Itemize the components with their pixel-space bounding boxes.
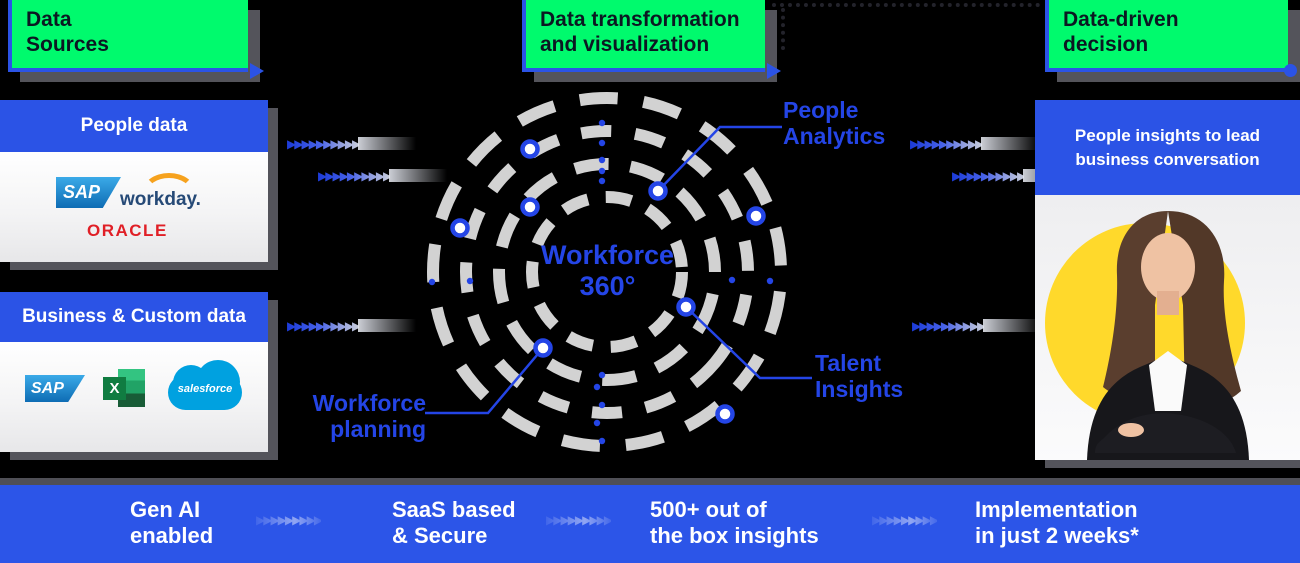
stage-data-sources: Data Sources — [8, 0, 264, 79]
stage-title-line: Data — [26, 8, 72, 31]
flow-chevrons-icon: ▶▶▶▶▶▶▶▶▶▶ — [287, 318, 417, 333]
label-line: Talent — [815, 350, 882, 376]
flow-chevrons-icon: ▶▶▶▶▶▶▶▶▶▶ — [912, 318, 1042, 333]
footer-line: enabled — [130, 523, 214, 549]
fade-trail — [358, 319, 417, 332]
business-data-logos: SAP X salesforce — [0, 342, 268, 452]
footer-item-saas: SaaS based & Secure — [392, 497, 516, 550]
business-custom-data-panel: Business & Custom data SAP X salesforce — [0, 292, 268, 452]
label-line: planning — [330, 416, 426, 443]
sap-logo: SAP — [56, 177, 121, 208]
stage-data-transformation: Data transformation and visualization — [522, 0, 781, 79]
businesswoman-photo — [1035, 195, 1300, 460]
footer-item-implementation: Implementation in just 2 weeks* — [975, 497, 1139, 550]
salesforce-cloud-icon — [168, 375, 242, 410]
workforce-360-rings-diagram — [425, 92, 812, 452]
stage-title-line: Data-driven — [1063, 8, 1179, 31]
sap-logo-text: SAP — [31, 379, 64, 397]
footer-line: Gen AI — [130, 497, 201, 522]
stage-title-line: Sources — [26, 33, 109, 57]
people-insights-panel: People insights to lead business convers… — [1035, 100, 1300, 460]
workday-logo: workday. — [120, 173, 201, 211]
footer-line: the box insights — [650, 523, 819, 549]
chevron-trail-icon: ▶▶▶▶▶▶▶▶▶▶ — [287, 136, 361, 151]
people-data-panel: People data SAP workday. ORACLE — [0, 100, 268, 262]
excel-x-icon: X — [103, 377, 126, 400]
excel-logo: X — [103, 369, 145, 407]
footer-line: in just 2 weeks* — [975, 523, 1139, 549]
small-dot-icons — [428, 119, 774, 445]
workday-arc-icon — [142, 173, 196, 213]
flow-chevrons-icon: ▶▶▶▶▶▶▶▶▶▶ — [318, 168, 448, 183]
flow-chevrons-icon: ▶▶▶▶▶▶▶▶▶▶ — [910, 136, 1040, 151]
workforce-360-label: Workforce 360° — [520, 240, 695, 302]
dotted-flow-line-vertical — [781, 8, 785, 50]
chevron-separator-icon: ▶▶▶▶▶▶▶▶▶ — [872, 513, 939, 527]
chevron-separator-icon: ▶▶▶▶▶▶▶▶▶ — [546, 513, 613, 527]
salesforce-logo: salesforce — [168, 360, 242, 410]
stage-title: Data Sources — [12, 0, 248, 64]
stage-title-line: decision — [1063, 33, 1149, 57]
salesforce-logo-text: salesforce — [177, 383, 233, 395]
label-line: Analytics — [783, 123, 886, 150]
label-connector-lines — [425, 125, 812, 415]
business-data-title: Business & Custom data — [0, 292, 268, 342]
center-label-line: 360° — [579, 271, 636, 302]
sap-logo: SAP — [25, 375, 85, 402]
people-analytics-label: People Analytics — [783, 97, 885, 150]
stage-data-driven-decision: Data-driven decision — [1045, 0, 1297, 77]
chevron-trail-icon: ▶▶▶▶▶▶▶▶▶▶ — [912, 318, 986, 333]
dotted-flow-line-horizontal — [772, 3, 1040, 7]
sap-logo-text: SAP — [63, 182, 101, 202]
flow-chevrons-icon: ▶▶▶▶▶▶▶▶▶▶ — [287, 136, 417, 151]
panel-title-line: People insights to lead — [1074, 125, 1261, 145]
footer-line: 500+ out of — [650, 497, 767, 522]
workforce-planning-label: Workforce planning — [260, 390, 426, 443]
footer-item-insights: 500+ out of the box insights — [650, 497, 819, 550]
people-data-logos: SAP workday. ORACLE — [0, 152, 268, 262]
fade-trail — [983, 319, 1042, 332]
center-label-line: Workforce — [540, 240, 675, 270]
stage-title: Data transformation and visualization — [526, 0, 765, 64]
endpoint-dot-icon — [1284, 64, 1297, 77]
data-node-icons — [450, 139, 766, 424]
arrow-right-icon — [767, 63, 781, 79]
stage-title-line: and visualization — [540, 33, 710, 57]
footer-item-gen-ai: Gen AI enabled — [130, 497, 213, 550]
footer-bar: Gen AI enabled ▶▶▶▶▶▶▶▶▶ SaaS based & Se… — [0, 478, 1300, 563]
footer-line: & Secure — [392, 523, 488, 549]
chevron-trail-icon: ▶▶▶▶▶▶▶▶▶▶ — [318, 168, 392, 183]
label-line: Workforce — [312, 390, 426, 416]
businesswoman-illustration — [1045, 211, 1249, 460]
chevron-separator-icon: ▶▶▶▶▶▶▶▶▶ — [256, 513, 323, 527]
panel-title-line: business conversation — [1075, 149, 1260, 169]
arrow-right-icon — [250, 63, 264, 79]
label-line: Insights — [815, 376, 904, 403]
oracle-logo: ORACLE — [87, 221, 168, 240]
fade-trail — [981, 137, 1040, 150]
chevron-trail-icon: ▶▶▶▶▶▶▶▶▶▶ — [910, 136, 984, 151]
fade-trail — [389, 169, 448, 182]
chevron-trail-icon: ▶▶▶▶▶▶▶▶▶▶ — [287, 318, 361, 333]
fade-trail — [358, 137, 417, 150]
stage-title-line: Data transformation — [540, 8, 740, 31]
people-data-title: People data — [0, 100, 268, 152]
woman-figure — [1087, 211, 1249, 460]
footer-line: Implementation — [975, 497, 1138, 522]
people-insights-title: People insights to lead business convers… — [1035, 100, 1300, 195]
label-line: People — [783, 97, 859, 123]
footer-line: SaaS based — [392, 497, 516, 522]
stage-title: Data-driven decision — [1049, 0, 1288, 64]
chevron-trail-icon: ▶▶▶▶▶▶▶▶▶▶ — [952, 168, 1026, 183]
talent-insights-label: Talent Insights — [815, 350, 903, 403]
